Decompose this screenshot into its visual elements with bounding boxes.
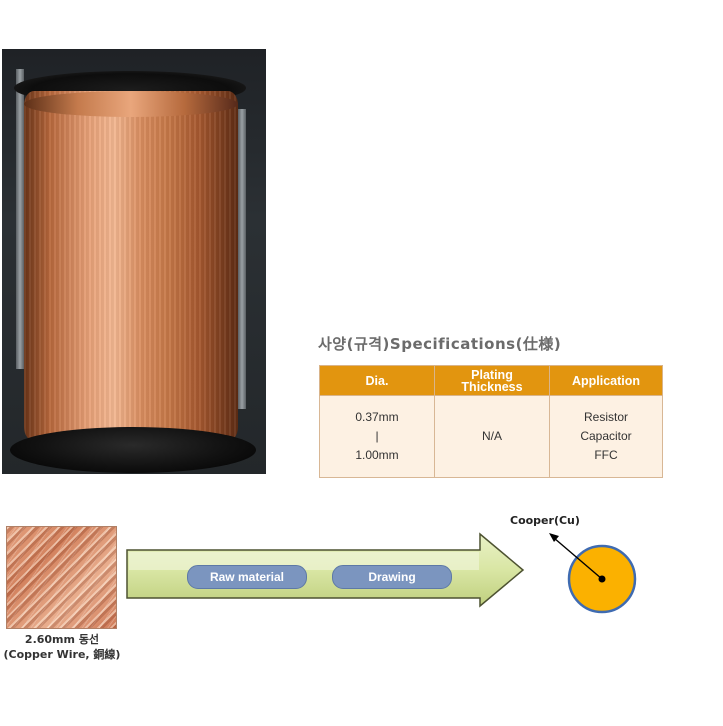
plating-thickness-header: Plating Thickness: [434, 365, 550, 396]
specifications-table: Dia. Plating Thickness Application 0.37m…: [319, 365, 663, 478]
spool-bottom-flange: [10, 427, 256, 473]
application-item: FFC: [594, 448, 618, 462]
table-header-row: Dia. Plating Thickness Application: [319, 365, 663, 396]
drum-top-edge: [24, 91, 238, 117]
step-drawing: Drawing: [332, 565, 452, 589]
application-header: Application: [549, 365, 663, 396]
copper-wire-caption: 2.60mm 동선 (Copper Wire, 銅線): [0, 632, 124, 662]
dia-cell: 0.37mm | 1.00mm: [319, 395, 435, 478]
copper-wire-drum: [24, 91, 238, 441]
caption-line1: 2.60mm 동선: [24, 633, 100, 646]
plating-header-line1: Plating: [471, 367, 513, 382]
dia-max: 1.00mm: [355, 448, 399, 462]
dia-header: Dia.: [319, 365, 435, 396]
dia-min: 0.37mm: [355, 410, 399, 424]
plating-header-line2: Thickness: [461, 379, 523, 394]
copper-wire-photo: [6, 526, 117, 629]
background-post: [238, 109, 246, 409]
copper-spool-photo: [2, 49, 266, 474]
pointer-arrowhead-icon: [549, 533, 559, 542]
copper-cross-section-label: Cooper(Cu): [510, 514, 580, 527]
table-row: 0.37mm | 1.00mm N/A Resistor Capacitor F…: [319, 395, 663, 478]
copper-cross-section: [549, 533, 637, 614]
pointer-line: [553, 537, 603, 580]
step-raw-material: Raw material: [187, 565, 307, 589]
center-dot: [598, 575, 606, 583]
application-item: Resistor: [583, 410, 628, 424]
background-post: [16, 69, 24, 369]
dia-range-separator: |: [375, 429, 379, 443]
process-arrow: [126, 532, 525, 608]
plating-cell: N/A: [434, 395, 550, 478]
caption-line2: (Copper Wire, 銅線): [3, 648, 121, 661]
application-item: Capacitor: [580, 429, 632, 443]
application-cell: Resistor Capacitor FFC: [549, 395, 663, 478]
specifications-heading: 사양(규격)Specifications(仕様): [318, 335, 562, 353]
